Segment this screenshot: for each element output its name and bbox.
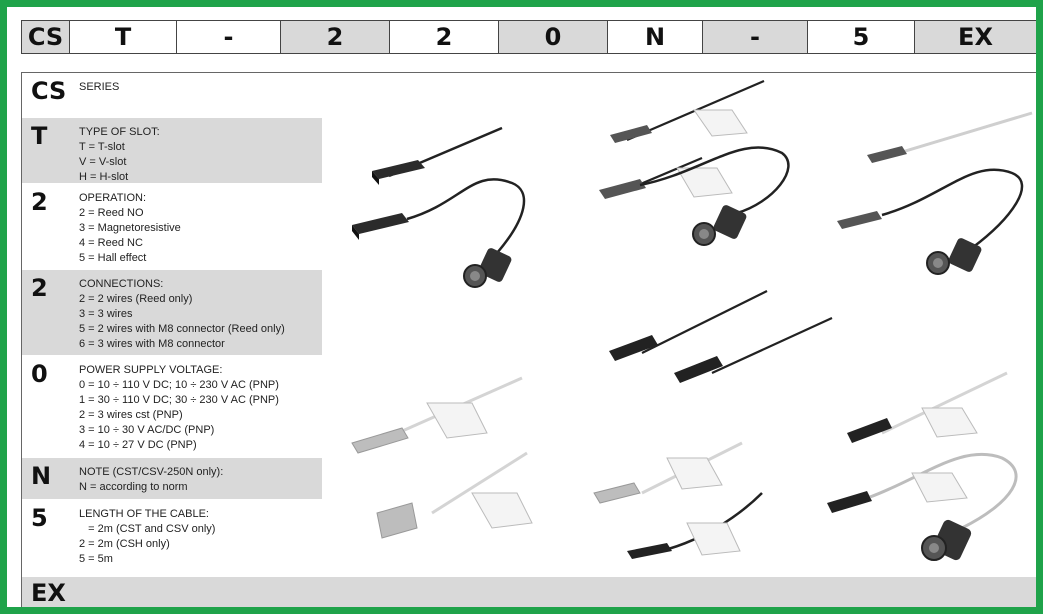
row-line: 5 = Hall effect (79, 252, 147, 264)
code-cell: 5 (808, 21, 915, 53)
row-description: SERIES (79, 80, 119, 95)
row-line: 2 = 2m (CSH only) (79, 538, 170, 550)
row-line: N = according to norm (79, 481, 188, 493)
row-code: 2 (31, 274, 48, 302)
sensor-t-slot-group (352, 126, 526, 288)
row-code: T (31, 122, 48, 150)
row-line: 2 = 2 wires (Reed only) (79, 293, 193, 305)
product-photos (322, 73, 1036, 577)
row-description: CONNECTIONS: 2 = 2 wires (Reed only) 3 =… (79, 277, 285, 352)
sensor-v-slot-group (609, 290, 833, 383)
row-line: SERIES (79, 81, 120, 93)
row-line: 1 = 30 ÷ 110 V DC; 30 ÷ 230 V AC (PNP) (79, 394, 279, 406)
row-line: = 2m (CST and CSV only) (79, 523, 216, 535)
row-code: N (31, 462, 52, 490)
code-cell: - (703, 21, 808, 53)
code-cell: 0 (499, 21, 608, 53)
row-description: OPERATION: 2 = Reed NO 3 = Magnetoresist… (79, 191, 181, 266)
code-legend: CS SERIES T TYPE OF SLOT: T = T-slot V =… (22, 73, 322, 577)
row-code: EX (31, 579, 66, 607)
legend-row-slot: T TYPE OF SLOT: T = T-slot V = V-slot H … (22, 118, 322, 184)
row-description: POWER SUPPLY VOLTAGE: 0 = 10 ÷ 110 V DC;… (79, 363, 279, 453)
legend-row-operation: 2 OPERATION: 2 = Reed NO 3 = Magnetoresi… (22, 184, 322, 270)
sensor-h-slot-group (827, 371, 1018, 561)
row-line: 5 = 5m (79, 553, 113, 565)
row-line: LENGTH OF THE CABLE: (79, 508, 209, 520)
code-cell: T (70, 21, 177, 53)
row-code: 0 (31, 360, 48, 388)
row-line: 2 = 3 wires cst (PNP) (79, 409, 183, 421)
ordering-code-row: CS T - 2 2 0 N - 5 EX (21, 20, 1036, 54)
row-description: LENGTH OF THE CABLE: = 2m (CST and CSV o… (79, 507, 215, 567)
row-line: 6 = 3 wires with M8 connector (79, 338, 225, 350)
code-cell: CS (22, 21, 70, 53)
row-line: TYPE OF SLOT: (79, 126, 160, 138)
legend-row-cable-length: 5 LENGTH OF THE CABLE: = 2m (CST and CSV… (22, 500, 322, 577)
code-cell: EX (915, 21, 1036, 53)
sensor-mixed-group (593, 441, 763, 559)
row-line: NOTE (CST/CSV-250N only): (79, 466, 224, 478)
code-cell: - (177, 21, 281, 53)
row-description: NOTE (CST/CSV-250N only): N = according … (79, 465, 223, 495)
row-line: 3 = 3 wires (79, 308, 133, 320)
legend-row-note: N NOTE (CST/CSV-250N only): N = accordin… (22, 458, 322, 500)
row-line: OPERATION: (79, 192, 147, 204)
code-cell: 2 (390, 21, 499, 53)
code-cell: 2 (281, 21, 390, 53)
sensor-light-group (351, 376, 533, 539)
row-line: 3 = Magnetoresistive (79, 222, 181, 234)
row-line: POWER SUPPLY VOLTAGE: (79, 364, 223, 376)
row-line: T = T-slot (79, 141, 125, 153)
row-description: TYPE OF SLOT: T = T-slot V = V-slot H = … (79, 125, 160, 185)
row-code: 5 (31, 504, 48, 532)
row-code: CS (31, 77, 67, 105)
row-line: H = H-slot (79, 171, 129, 183)
sensor-labelled-group (599, 79, 790, 246)
sensor-illustrations (351, 79, 1033, 561)
legend-row-voltage: 0 POWER SUPPLY VOLTAGE: 0 = 10 ÷ 110 V D… (22, 356, 322, 458)
row-code: 2 (31, 188, 48, 216)
sensor-grey-group (837, 111, 1033, 275)
code-cell: N (608, 21, 703, 53)
row-line: 2 = Reed NO (79, 207, 144, 219)
row-line: 5 = 2 wires with M8 connector (Reed only… (79, 323, 285, 335)
row-line: 3 = 10 ÷ 30 V AC/DC (PNP) (79, 424, 215, 436)
row-line: 0 = 10 ÷ 110 V DC; 10 ÷ 230 V AC (PNP) (79, 379, 279, 391)
row-line: 4 = 10 ÷ 27 V DC (PNP) (79, 439, 197, 451)
legend-row-series: CS SERIES (22, 73, 322, 118)
legend-row-connections: 2 CONNECTIONS: 2 = 2 wires (Reed only) 3… (22, 270, 322, 356)
row-line: CONNECTIONS: (79, 278, 164, 290)
legend-row-ex: EX (22, 577, 1036, 607)
row-line: V = V-slot (79, 156, 127, 168)
row-line: 4 = Reed NC (79, 237, 143, 249)
legend-panel: CS SERIES T TYPE OF SLOT: T = T-slot V =… (21, 72, 1036, 607)
